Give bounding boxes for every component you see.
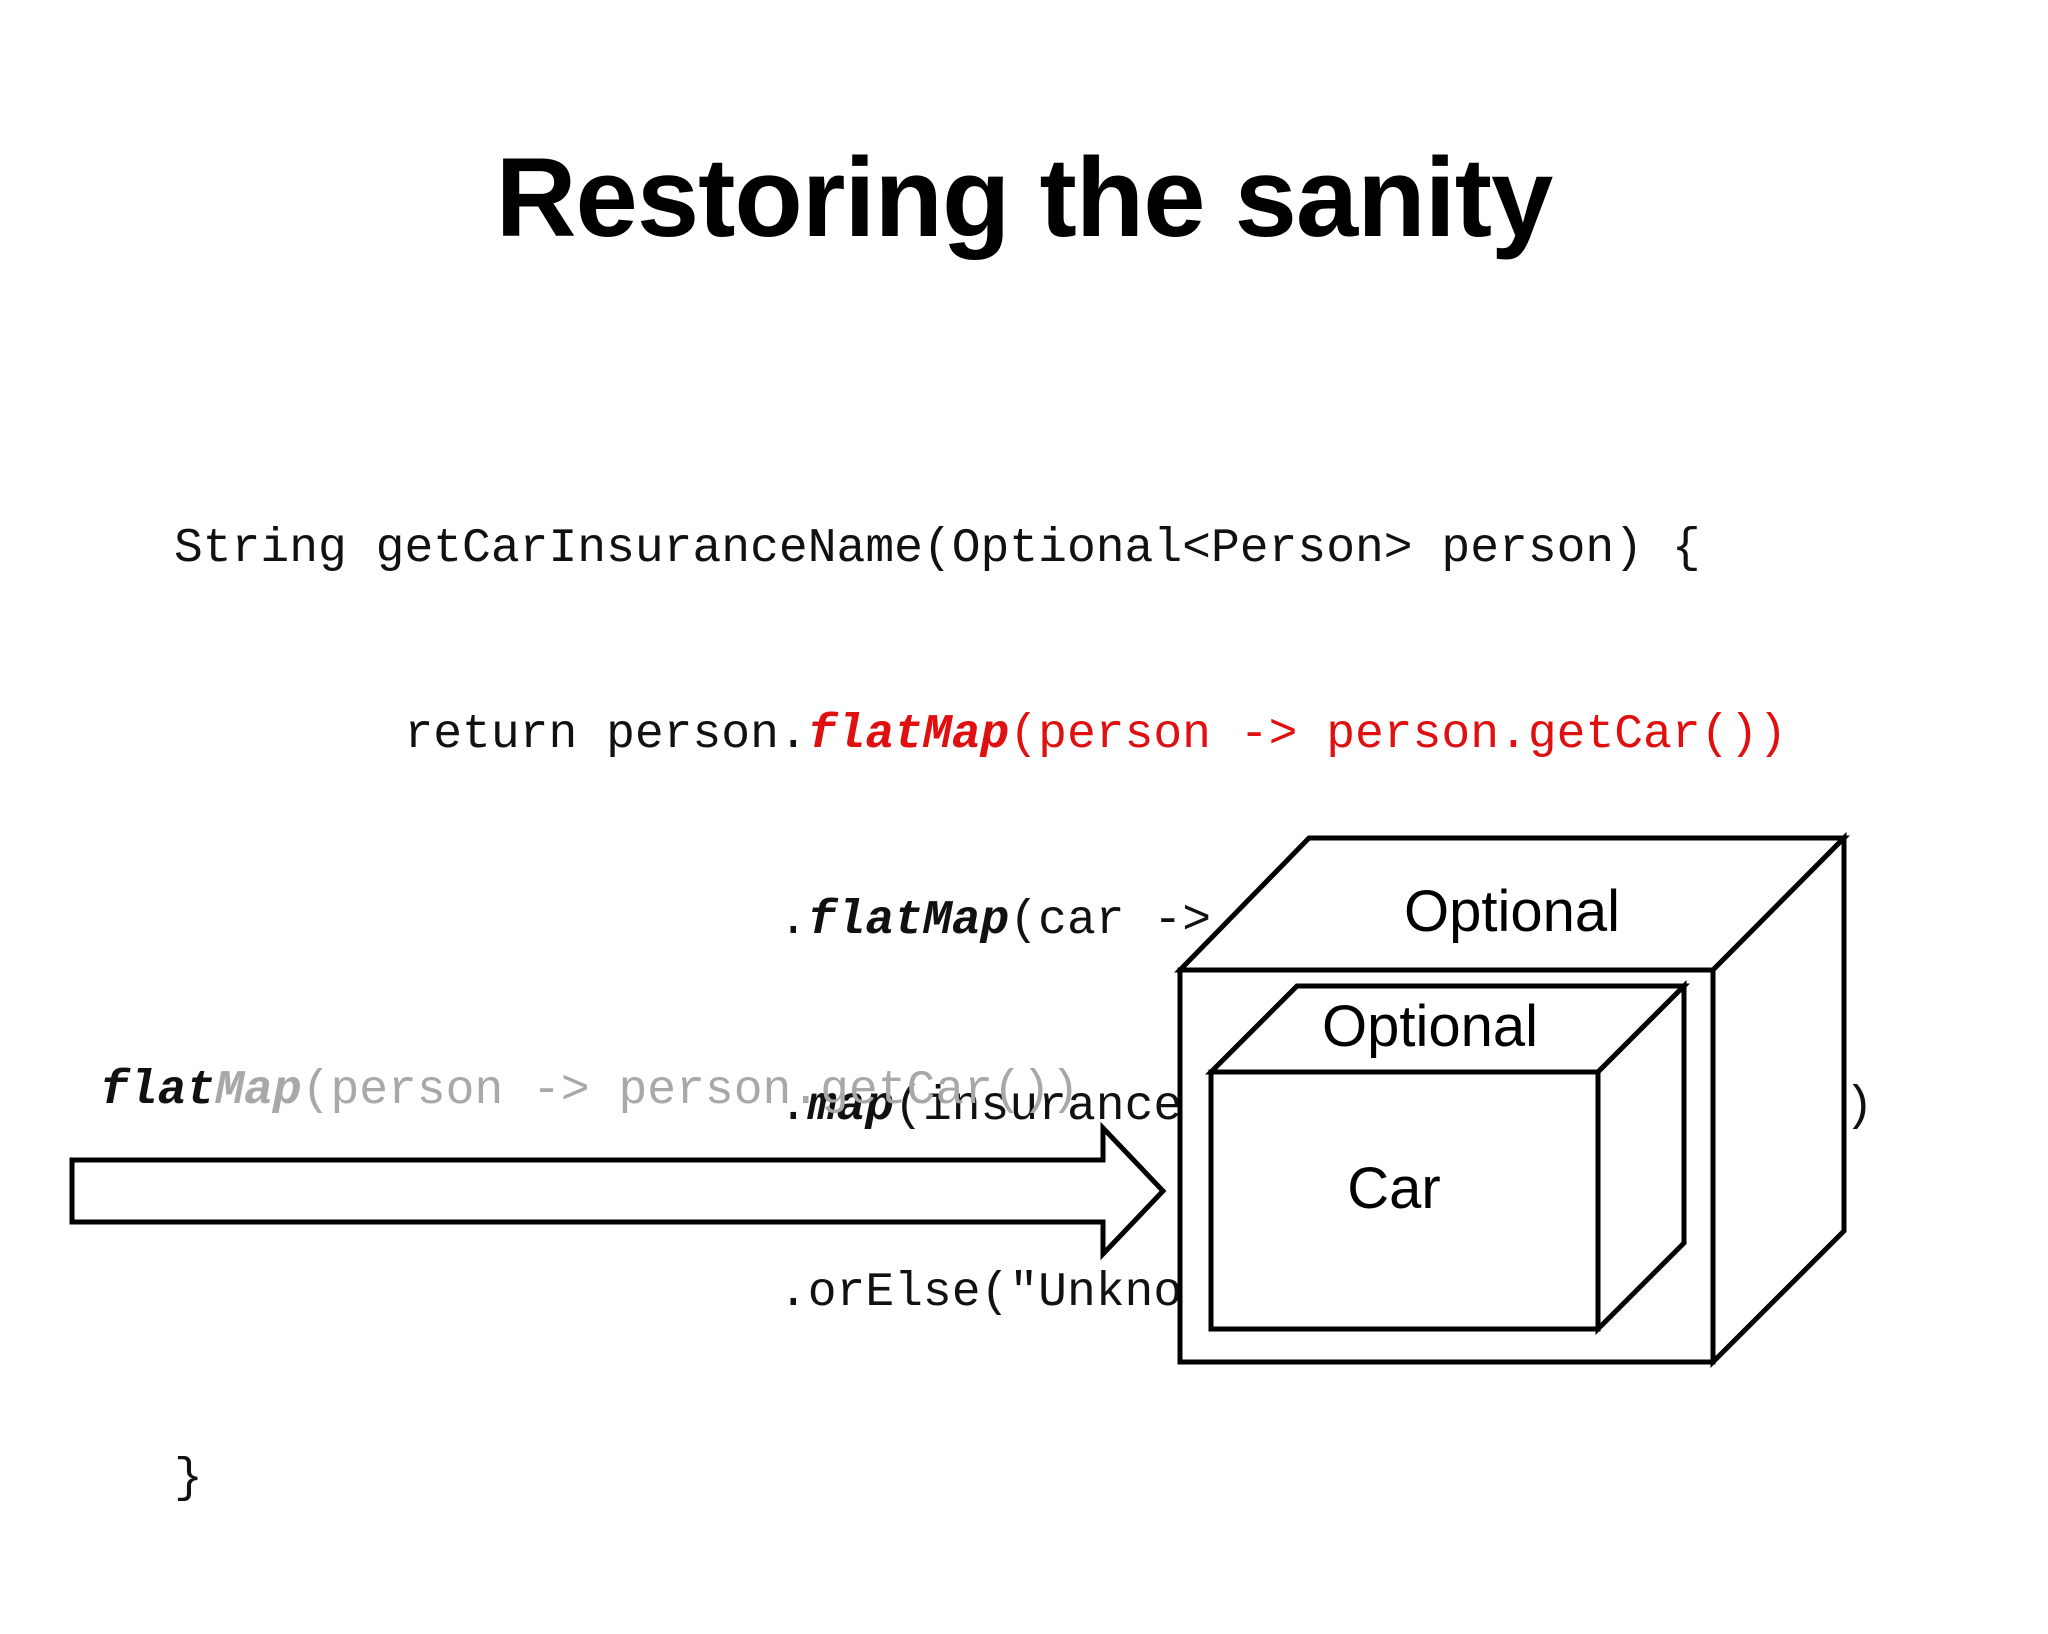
- code-line-2-method: flatMap: [807, 708, 1010, 762]
- code-line-6: }: [174, 1452, 203, 1506]
- code-line-4-dot: .: [778, 1080, 808, 1134]
- code-line-3-dot: .: [778, 894, 808, 948]
- slide-title: Restoring the sanity: [495, 135, 1554, 260]
- caption-map: Map: [215, 1064, 302, 1118]
- code-line-2-rest: (person -> person.getCar()): [1009, 708, 1788, 762]
- code-line-2: return person.flatMap(person -> person.g…: [174, 704, 1874, 766]
- inner-cube-front-face: [1208, 1069, 1601, 1332]
- code-line-3-method: flatMap: [807, 894, 1010, 948]
- outer-optional-label: Optional: [1404, 879, 1620, 944]
- right-arrow-icon: [69, 1121, 1167, 1261]
- caption-rest: (person -> person.getCar()): [301, 1064, 1080, 1118]
- car-label: Car: [1347, 1156, 1440, 1221]
- code-line-1: String getCarInsuranceName(Optional<Pers…: [174, 522, 1701, 576]
- code-line-4-method: map: [807, 1080, 895, 1134]
- inner-optional-label: Optional: [1322, 994, 1538, 1059]
- nested-optional-diagram: Optional Optional Car: [69, 831, 1851, 1369]
- arrow-caption: flatMap(person -> person.getCar()): [100, 1060, 1079, 1122]
- caption-flat: flat: [100, 1064, 216, 1118]
- slide: Restoring the sanity String getCarInsura…: [69, 135, 1874, 1506]
- inner-optional-cube: Optional Car: [1204, 979, 1691, 1336]
- code-line-2-prefix: return person.: [174, 708, 808, 762]
